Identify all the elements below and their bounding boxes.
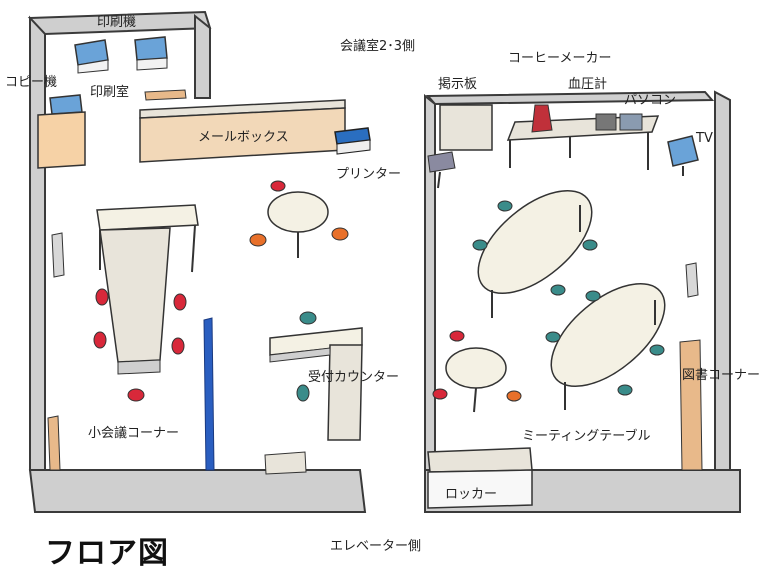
label-meeting-room-side: 会議室2･3側: [340, 39, 416, 54]
label-printing-room: 印刷室: [90, 85, 130, 100]
reception-chairs: [296, 311, 317, 402]
round-table-chairs: [249, 180, 349, 247]
wood-panel-left: [47, 415, 61, 471]
label-bulletin-board: 掲示板: [438, 77, 478, 92]
meeting-table-2: [550, 282, 666, 410]
label-library-corner: 図書コーナー: [682, 368, 761, 383]
pc: [595, 113, 643, 131]
library-shelf: [679, 339, 703, 471]
coffee-maker: [531, 104, 553, 133]
label-meeting-table: ミーティングテーブル: [522, 429, 651, 444]
label-small-meeting-corner: 小会議コーナー: [88, 426, 180, 441]
label-elevator-side: エレベーター側: [330, 539, 422, 554]
tv: [667, 135, 699, 176]
page-title: フロア図: [45, 536, 169, 571]
label-copy-machine: コピー機: [5, 75, 58, 90]
small-meeting-table: [96, 204, 199, 375]
label-coffee-maker: コーヒーメーカー: [508, 51, 612, 66]
label-reception-counter: 受付カウンター: [308, 370, 400, 385]
printing-machine: [74, 36, 168, 74]
bulletin-board: [439, 104, 493, 151]
mailbox: [139, 99, 346, 163]
round-table-right: [445, 347, 507, 413]
label-locker: ロッカー: [445, 487, 498, 502]
label-pc: パソコン: [624, 93, 677, 108]
label-mailbox: メールボックス: [198, 130, 289, 145]
clipboard: [427, 151, 456, 173]
label-printer: プリンター: [336, 167, 402, 182]
label-tv: TV: [696, 131, 713, 146]
left-room-walls: [27, 10, 367, 513]
round-table-right-chairs: [432, 330, 522, 402]
right-wall-panel: [685, 262, 699, 298]
blue-partition: [203, 317, 215, 471]
reception-counter: [269, 327, 363, 441]
label-printing-machine: 印刷機: [97, 15, 137, 30]
printing-room-shelf: [144, 89, 187, 101]
meeting-table-1: [477, 189, 593, 318]
copy-machine: [37, 94, 86, 169]
label-blood-pressure-monitor: 血圧計: [568, 77, 608, 92]
locker: [427, 447, 533, 509]
meeting-chairs: [472, 200, 665, 396]
printer: [334, 127, 371, 155]
left-wall-panel: [51, 232, 65, 278]
right-room-walls: [424, 90, 741, 513]
small-meeting-chairs: [93, 288, 187, 402]
round-table: [267, 191, 329, 258]
floor-box: [264, 451, 307, 475]
